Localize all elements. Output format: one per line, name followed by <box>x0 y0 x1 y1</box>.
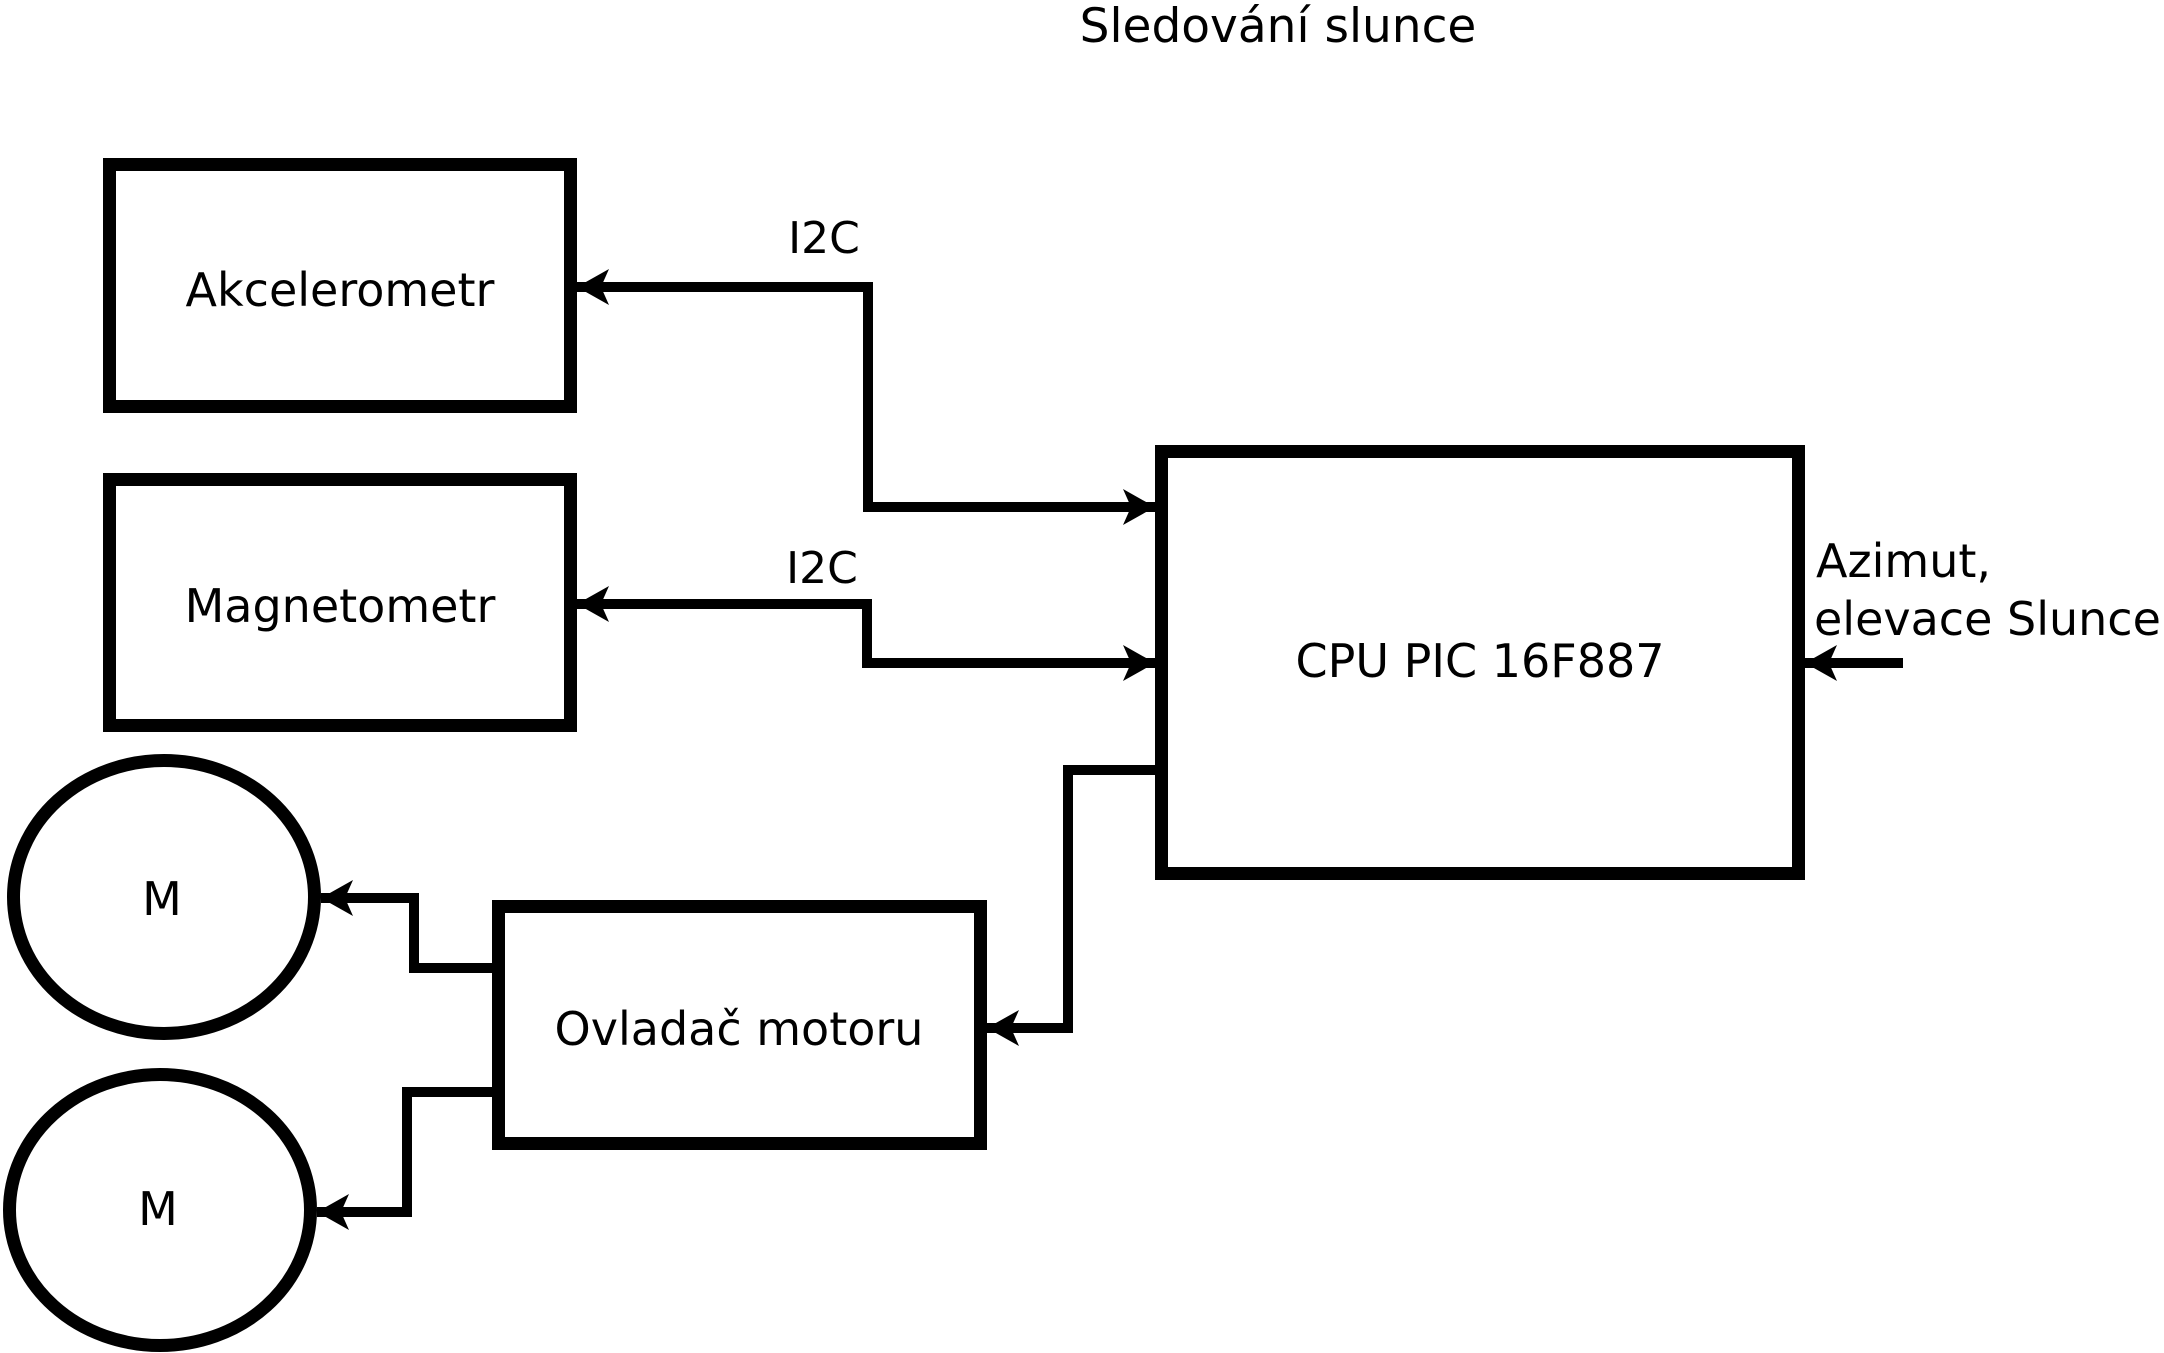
motor1-circle <box>7 754 321 1040</box>
arrowhead-into-magnetometr-icon <box>577 586 609 622</box>
arrowhead-into-motor2-icon <box>317 1194 349 1230</box>
motor2-label: M <box>138 1182 178 1236</box>
arrowhead-into-cpu-top-icon <box>1123 489 1155 525</box>
connector-motor-driver-motor1 <box>321 893 492 973</box>
azimut-label-line1: Azimut, <box>1816 534 1991 588</box>
magnetometr-box <box>103 473 577 732</box>
cpu-label: CPU PIC 16F887 <box>1296 634 1665 688</box>
connector-cpu-akcelerometr <box>577 282 1155 512</box>
akcelerometr-box <box>103 158 577 413</box>
cpu-box <box>1155 445 1805 880</box>
i2c-label-magnetometr: I2C <box>786 543 858 594</box>
motor1-label: M <box>142 872 182 926</box>
azimut-label-line2: elevace Slunce <box>1814 592 2161 646</box>
connector-cpu-magnetometr <box>577 599 1155 668</box>
arrowhead-into-motor1-icon <box>321 880 353 916</box>
motor-driver-box <box>492 900 987 1150</box>
arrowhead-into-akcelerometr-icon <box>577 269 609 305</box>
magnetometr-label: Magnetometr <box>185 579 496 633</box>
akcelerometr-label: Akcelerometr <box>186 263 495 317</box>
arrowhead-into-cpu-middle-icon <box>1123 645 1155 681</box>
i2c-label-akcelerometr: I2C <box>788 213 860 264</box>
motor2-circle <box>3 1068 317 1352</box>
arrowhead-into-motor-driver-icon <box>987 1010 1019 1046</box>
motor-driver-label: Ovladač motoru <box>555 1002 924 1056</box>
connector-motor-driver-motor2 <box>317 1087 492 1217</box>
connector-cpu-motor-driver <box>987 765 1155 1033</box>
arrowhead-into-cpu-right-icon <box>1805 645 1837 681</box>
diagram-title: Sledování slunce <box>1080 0 1477 54</box>
